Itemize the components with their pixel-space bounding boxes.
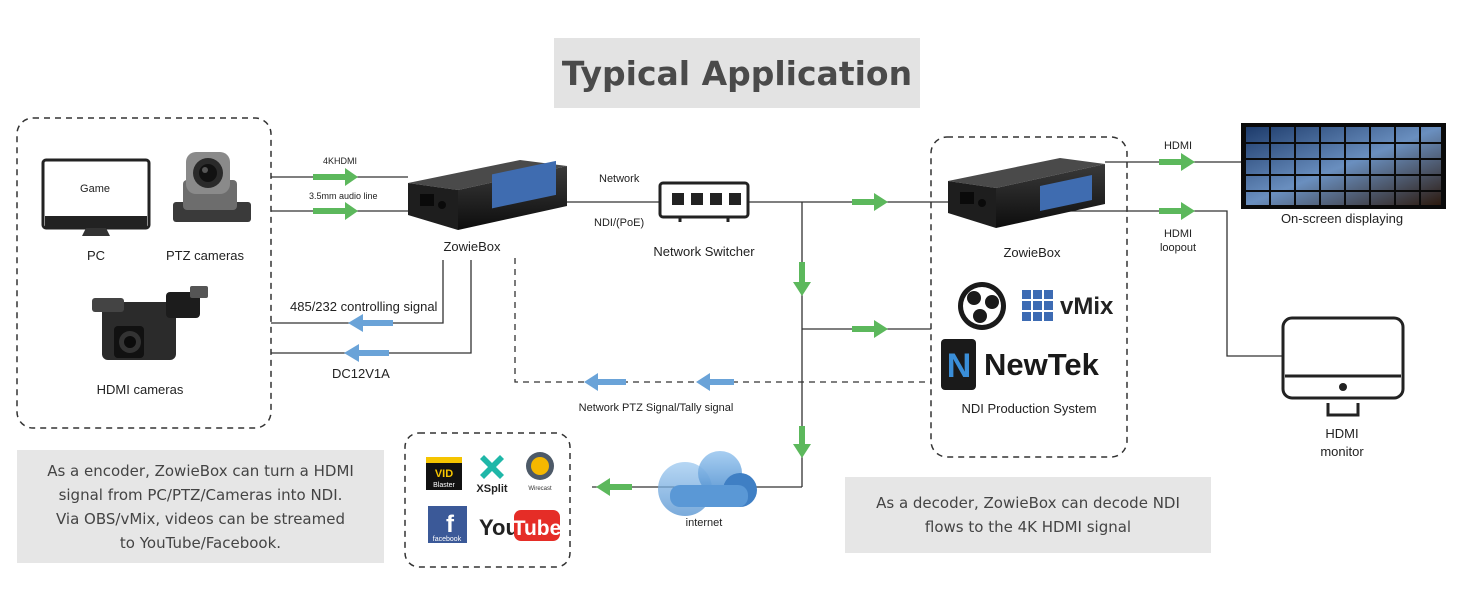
obs-logo <box>958 282 1006 330</box>
cloud-icon <box>658 451 757 516</box>
network-switcher-label: Network Switcher <box>653 244 755 259</box>
hdmi-loopout-label-2: loopout <box>1160 242 1196 254</box>
ptz-tally-label: Network PTZ Signal/Tally signal <box>579 402 734 414</box>
encoder-note: As a encoder, ZowieBox can turn a HDMI s… <box>17 450 384 563</box>
streaming-group-box <box>404 432 571 568</box>
xsplit-logo: XSplit <box>476 455 508 495</box>
dc-label: DC12V1A <box>332 366 390 381</box>
green-arrow-down-1 <box>793 262 811 296</box>
pc-icon: Game <box>41 158 151 236</box>
green-arrow-down-2 <box>793 426 811 458</box>
rs485-label: 485/232 controlling signal <box>290 299 438 314</box>
4khdmi-label: 4KHDMI <box>323 156 357 166</box>
vmix-text: vMix <box>1060 293 1114 320</box>
ptz-label: PTZ cameras <box>166 248 245 263</box>
green-arrow-ndi-production <box>852 320 888 338</box>
hdmi-loopout-label-1: HDMI <box>1164 228 1192 240</box>
internet-label: internet <box>686 517 723 529</box>
decoder-note: As a decoder, ZowieBox can decode NDI fl… <box>845 477 1211 553</box>
wirecast-logo: Wirecast <box>526 452 554 492</box>
blue-arrow-tally-1 <box>584 373 626 391</box>
pc-label: PC <box>87 248 105 263</box>
youtube-tube-text: Tube <box>513 517 562 540</box>
ndi-poe-label: NDI/(PoE) <box>594 217 644 229</box>
green-arrow-hdmi-out <box>1159 153 1195 171</box>
newtek-logo: N NewTek <box>941 339 1100 390</box>
green-arrow-audio <box>313 202 358 220</box>
facebook-text: facebook <box>433 536 462 543</box>
video-wall-icon <box>1241 123 1446 209</box>
zowiebox-left-label: ZowieBox <box>443 239 501 254</box>
zowiebox-left-device <box>408 160 567 230</box>
green-arrow-internet <box>596 478 632 496</box>
blue-arrow-dc <box>344 344 389 362</box>
ndi-production-label: NDI Production System <box>961 401 1096 416</box>
wirecast-text: Wirecast <box>528 486 552 492</box>
green-arrow-network-out <box>852 193 888 211</box>
vmix-logo: vMix <box>1022 290 1114 321</box>
network-label: Network <box>599 173 640 185</box>
blaster-text: Blaster <box>433 482 455 489</box>
zowiebox-right-label: ZowieBox <box>1003 245 1061 260</box>
zowiebox-right-device <box>948 158 1105 228</box>
vid-blaster-logo: VID Blaster <box>426 457 462 490</box>
youtube-you-text: You <box>479 515 519 540</box>
decoder-note-text: As a decoder, ZowieBox can decode NDI fl… <box>876 494 1180 536</box>
hdmi-monitor-label-2: monitor <box>1320 444 1364 459</box>
newtek-text: NewTek <box>984 347 1100 382</box>
encoder-note-text: As a encoder, ZowieBox can turn a HDMI s… <box>47 461 354 552</box>
hdmi-monitor-label-1: HDMI <box>1325 426 1358 441</box>
blue-arrow-rs485 <box>348 314 393 332</box>
audio-line-label: 3.5mm audio line <box>309 191 378 201</box>
page-title: Typical Application <box>561 53 913 93</box>
hdmi-out-label: HDMI <box>1164 140 1192 152</box>
facebook-logo: f facebook <box>428 506 467 543</box>
hdmi-cameras-label: HDMI cameras <box>97 382 184 397</box>
youtube-logo: You Tube <box>479 510 561 541</box>
green-arrow-4khdmi <box>313 168 358 186</box>
tally-dashed-line <box>514 258 931 383</box>
ptz-camera-icon <box>173 152 251 222</box>
blue-arrow-tally-2 <box>696 373 734 391</box>
hdmi-camera-icon <box>92 286 208 360</box>
svg-text:N: N <box>947 347 972 385</box>
green-arrow-hdmi-loopout <box>1159 202 1195 220</box>
vid-text: VID <box>435 468 453 480</box>
on-screen-label: On-screen displaying <box>1281 211 1403 226</box>
xsplit-text: XSplit <box>476 483 508 495</box>
svg-text:f: f <box>446 511 455 538</box>
pc-screen-text: Game <box>80 183 110 195</box>
title-box: Typical Application <box>554 38 920 108</box>
source-group-box <box>16 117 272 429</box>
monitor-icon <box>1281 316 1405 417</box>
decoder-group-box <box>930 136 1128 458</box>
network-switcher-icon <box>658 181 750 222</box>
